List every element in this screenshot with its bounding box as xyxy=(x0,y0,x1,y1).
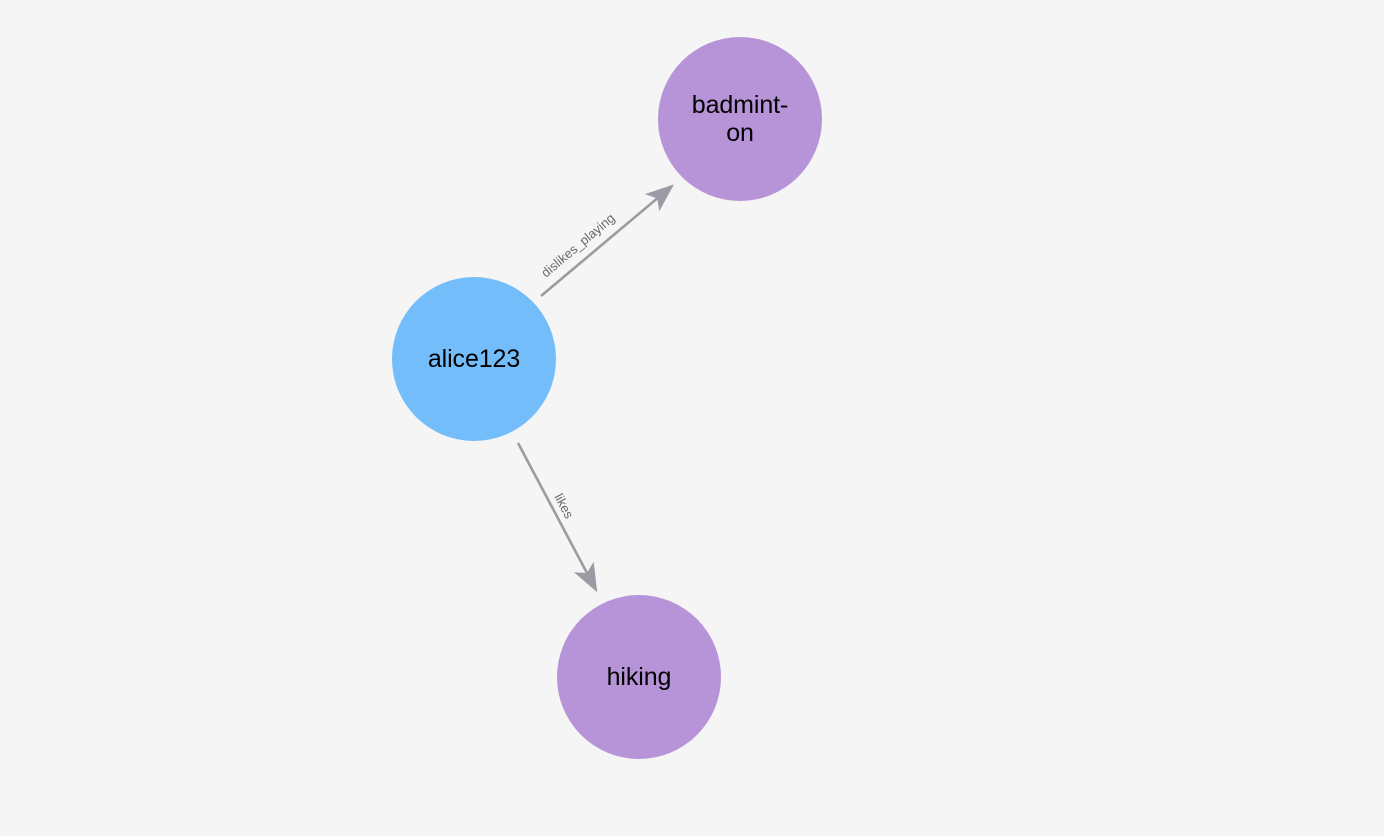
node-label-hiking: hiking xyxy=(606,663,672,691)
graph-node-badminton[interactable]: badmint- on xyxy=(658,37,822,201)
graph-node-alice123[interactable]: alice123 xyxy=(392,277,556,441)
graph-node-hiking[interactable]: hiking xyxy=(557,595,721,759)
node-label-alice123: alice123 xyxy=(427,345,521,373)
edge-likes[interactable] xyxy=(516,442,598,593)
node-label-badminton: badmint- on xyxy=(691,91,789,147)
edge-dislikes-playing[interactable] xyxy=(540,184,674,297)
